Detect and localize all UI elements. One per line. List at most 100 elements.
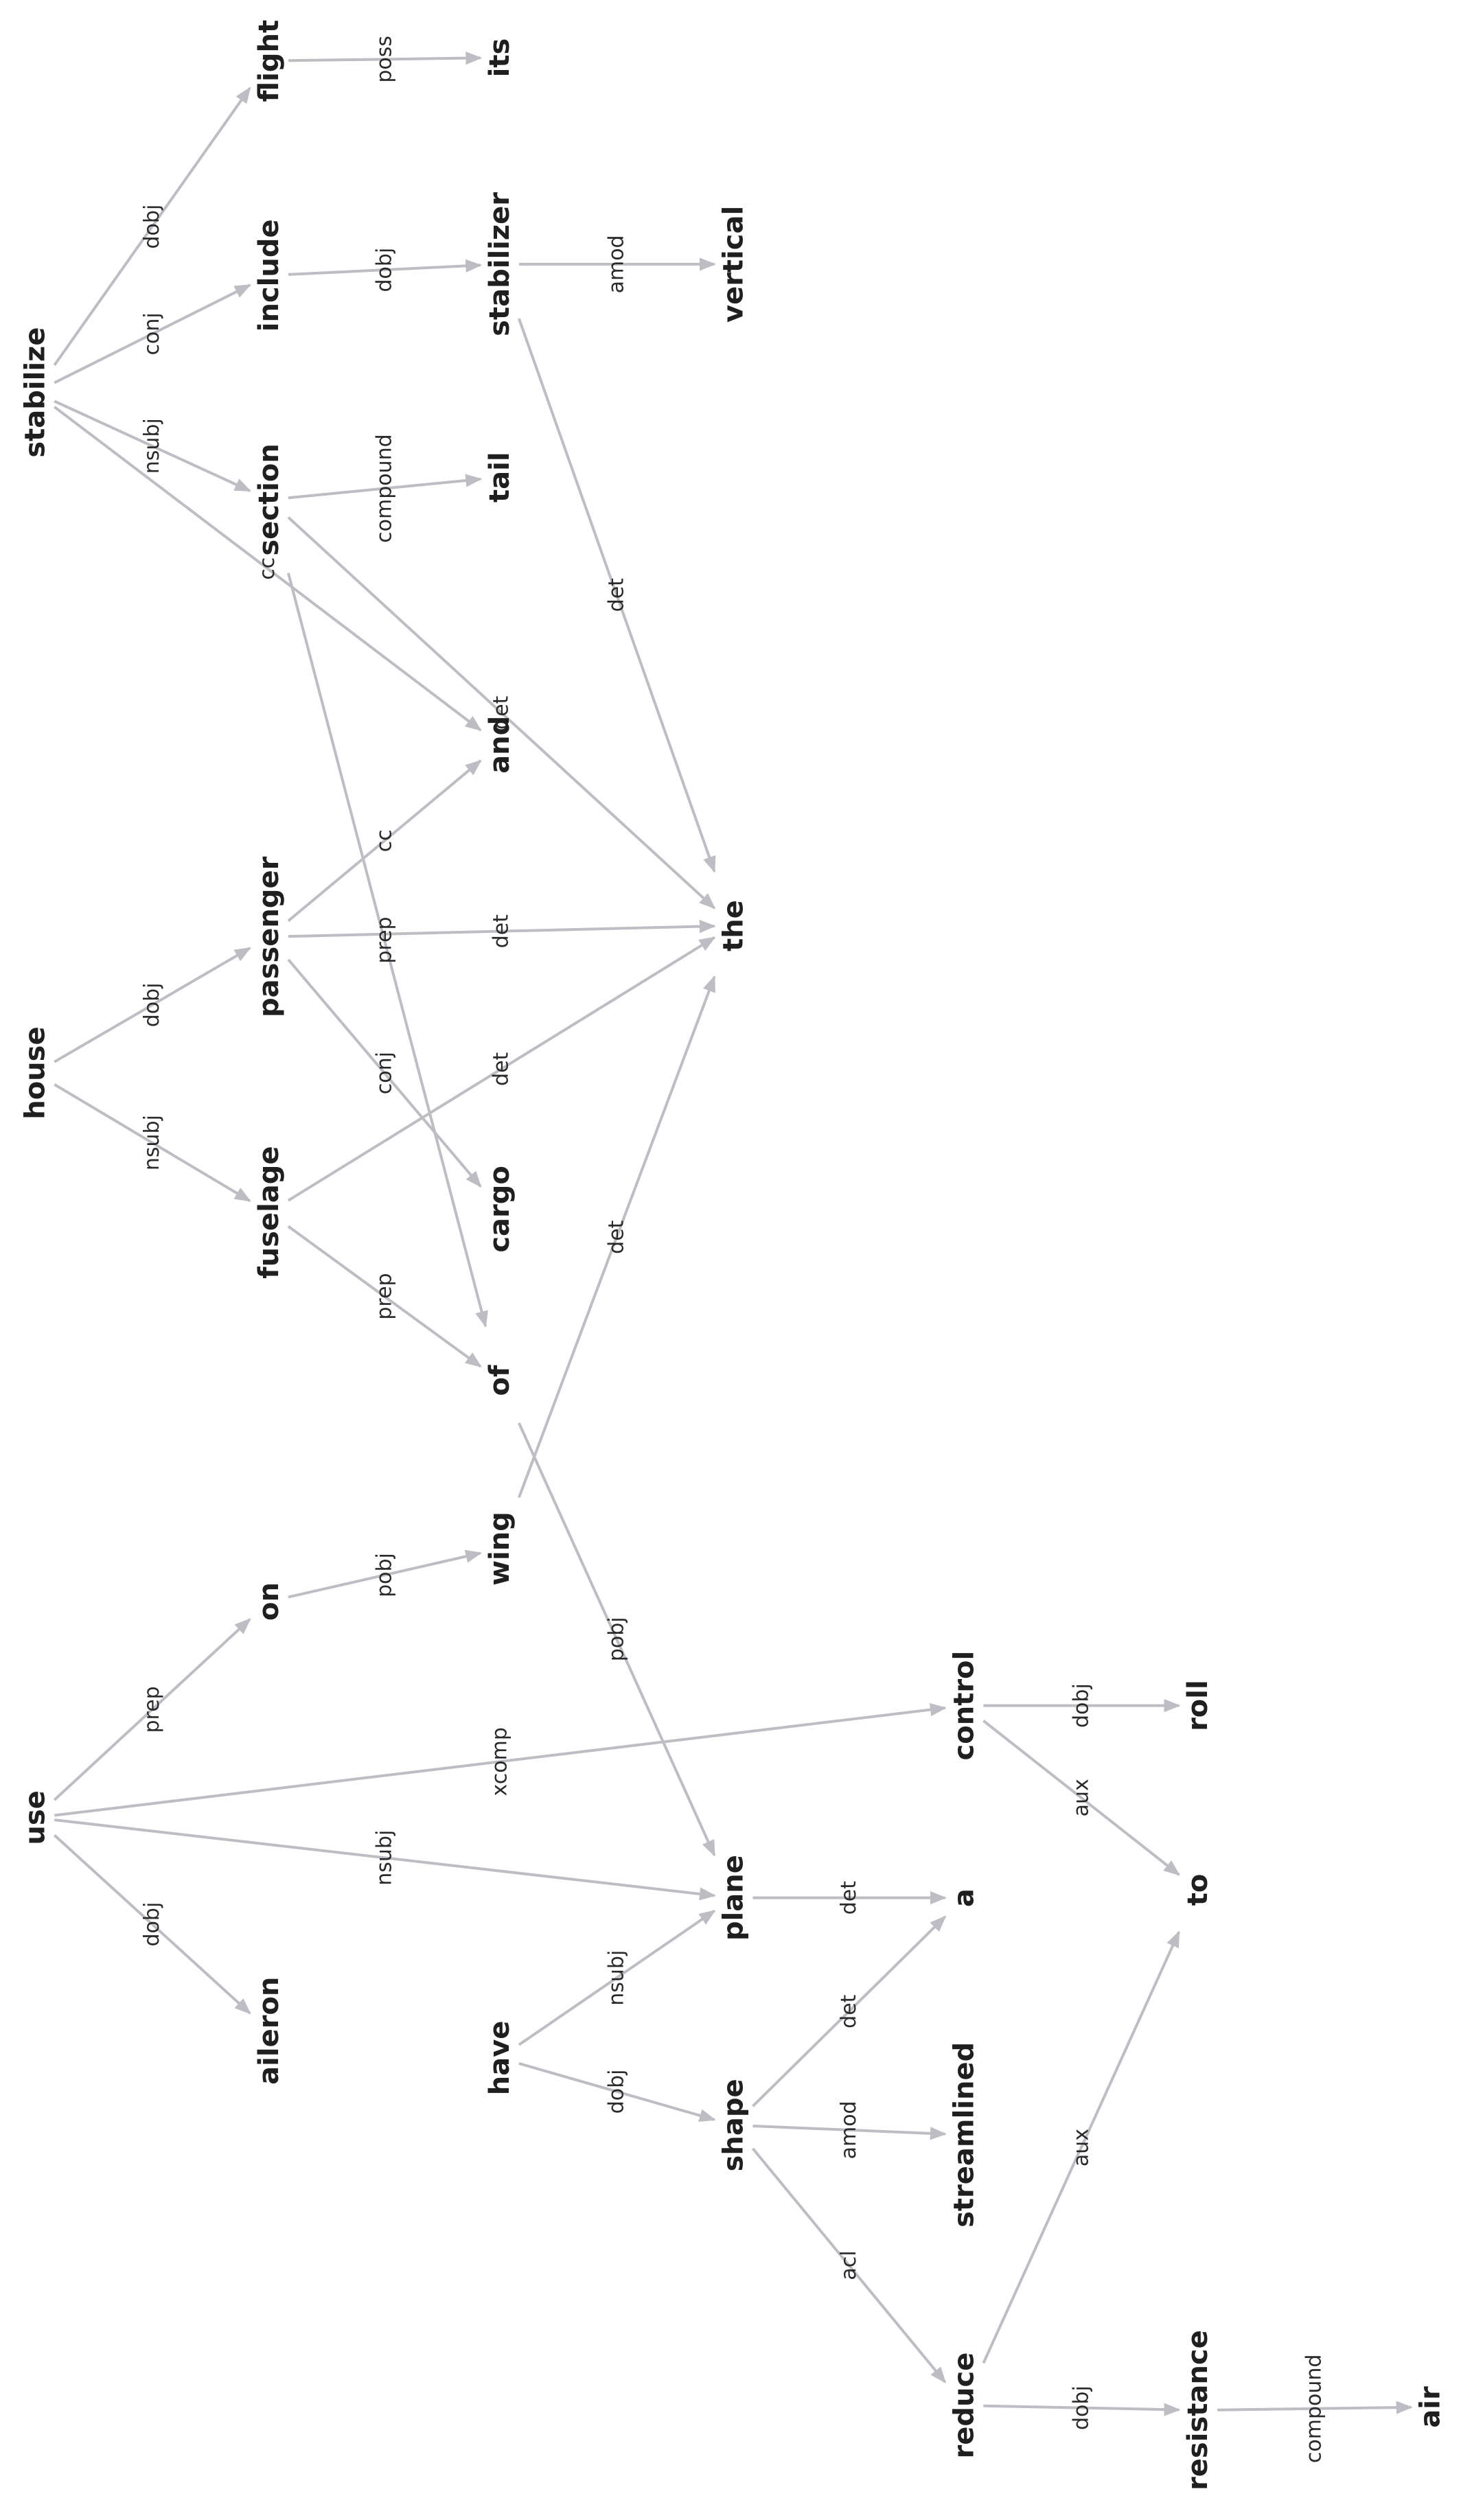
edge-label-conj: conj — [140, 312, 164, 355]
node-roll: roll — [1182, 1680, 1214, 1731]
node-of: of — [484, 1365, 516, 1396]
edge-passenger-the — [288, 920, 716, 938]
edge-flight-its — [288, 51, 483, 65]
edge-label-dobj: dobj — [1069, 1683, 1093, 1728]
edge-label-prep: prep — [372, 916, 396, 963]
edge-label-nsubj: nsubj — [140, 1115, 164, 1170]
node-plane: plane — [718, 1855, 750, 1941]
edge-stabilize-and — [54, 406, 482, 732]
edge-label-dobj: dobj — [372, 248, 396, 292]
edge-section-of — [286, 573, 488, 1328]
edge-label-dobj: dobj — [140, 1902, 164, 1947]
edge-use-plane — [54, 1818, 716, 1901]
edge-label-det: det — [837, 1881, 861, 1915]
node-wing: wing — [484, 1512, 516, 1586]
edge-label-det: det — [837, 1994, 861, 2028]
edge-label-compound: compound — [372, 434, 396, 543]
edge-label-aux: aux — [1069, 1779, 1093, 1816]
node-to: to — [1182, 1874, 1214, 1906]
edge-house-passenger — [54, 947, 251, 1063]
edge-have-plane — [518, 1910, 716, 2046]
edge-fuselage-the — [287, 936, 716, 1202]
node-include: include — [253, 219, 285, 332]
edges-layer — [53, 51, 1413, 2416]
edge-stabilize-include — [54, 284, 252, 384]
edge-have-shape — [518, 2061, 716, 2123]
edge-reduce-to — [982, 1930, 1180, 2364]
node-passenger: passenger — [253, 856, 285, 1017]
node-aileron: aileron — [253, 1977, 285, 2085]
edge-passenger-and — [287, 759, 482, 923]
edge-reduce-resistance — [983, 2403, 1181, 2416]
edge-shape-streamlined — [752, 2125, 947, 2140]
edge-label-cc: cc — [255, 557, 279, 580]
edge-label-prep: prep — [140, 1686, 164, 1733]
edge-of-plane — [518, 1422, 716, 1857]
node-control: control — [948, 1651, 980, 1761]
edge-label-aux: aux — [1069, 2129, 1093, 2166]
node-the: the — [718, 900, 750, 951]
edge-passenger-cargo — [287, 958, 482, 1188]
node-reduce: reduce — [948, 2353, 980, 2459]
edge-label-det: det — [605, 1220, 629, 1254]
nodes-layer: stabilize flight its include stabilizer verti… — [19, 20, 1446, 2490]
edge-label-pobj: pobj — [605, 1617, 629, 1661]
edge-label-amod: amod — [605, 235, 629, 293]
node-air: air — [1414, 2386, 1446, 2428]
edge-label-prep: prep — [372, 1273, 396, 1319]
edge-label-nsubj: nsubj — [140, 418, 164, 474]
node-tail: tail — [484, 452, 516, 502]
node-its: its — [484, 38, 516, 78]
edge-resistance-air — [1217, 2401, 1413, 2414]
edge-label-nsubj: nsubj — [372, 1830, 396, 1886]
edge-label-xcomp: xcomp — [487, 1727, 511, 1796]
node-section: section — [253, 443, 285, 555]
edge-label-dobj: dobj — [1069, 2385, 1093, 2430]
node-use: use — [19, 1790, 51, 1845]
edge-shape-reduce — [751, 2147, 947, 2383]
edge-section-tail — [288, 474, 483, 500]
edge-label-acl: acl — [837, 2250, 861, 2280]
node-and: and — [484, 716, 516, 774]
edge-label-compound: compound — [1302, 2355, 1326, 2464]
node-vertical: vertical — [718, 206, 750, 323]
edge-stabilize-flight — [53, 86, 251, 367]
edge-label-pobj: pobj — [372, 1553, 396, 1597]
edge-control-to — [982, 1720, 1180, 1876]
edge-house-fuselage — [54, 1083, 251, 1203]
edge-label-cc: cc — [372, 829, 396, 852]
node-cargo: cargo — [484, 1166, 516, 1253]
edge-label-det: det — [490, 1052, 514, 1086]
node-resistance: resistance — [1182, 2330, 1214, 2490]
edge-label-dobj: dobj — [140, 983, 164, 1028]
edge-label-det: det — [490, 914, 514, 949]
edge-stabilizer-the — [518, 318, 716, 873]
edge-label-dobj: dobj — [605, 2070, 629, 2114]
node-shape: shape — [718, 2079, 750, 2171]
edge-label-conj: conj — [372, 1052, 396, 1094]
edge-label-det: det — [605, 578, 629, 612]
node-streamlined: streamlined — [948, 2042, 980, 2228]
node-stabilize: stabilize — [19, 327, 51, 458]
edge-include-stabilizer — [288, 259, 483, 276]
node-a: a — [948, 1888, 980, 1907]
edge-label-amod: amod — [837, 2101, 861, 2159]
edge-use-on — [53, 1618, 251, 1801]
edge-on-wing — [288, 1549, 483, 1599]
node-have: have — [484, 2021, 516, 2096]
node-stabilizer: stabilizer — [484, 192, 516, 336]
edge-label-nsubj: nsubj — [605, 1950, 629, 2006]
edge-labels-layer: dobj poss conj dobj amod nsubj compound cc det de… — [140, 36, 1326, 2463]
node-flight: flight — [253, 20, 285, 102]
edge-stabilize-section — [54, 400, 252, 492]
edge-use-control — [54, 1703, 947, 1817]
edge-section-the — [287, 516, 716, 910]
edge-shape-a — [752, 1915, 947, 2107]
edge-label-dobj: dobj — [140, 205, 164, 249]
edge-fuselage-of — [287, 1225, 482, 1368]
edge-wing-the — [518, 975, 716, 1499]
node-house: house — [19, 1026, 51, 1119]
edge-label-poss: poss — [372, 36, 396, 83]
edge-label-det: det — [490, 695, 514, 730]
